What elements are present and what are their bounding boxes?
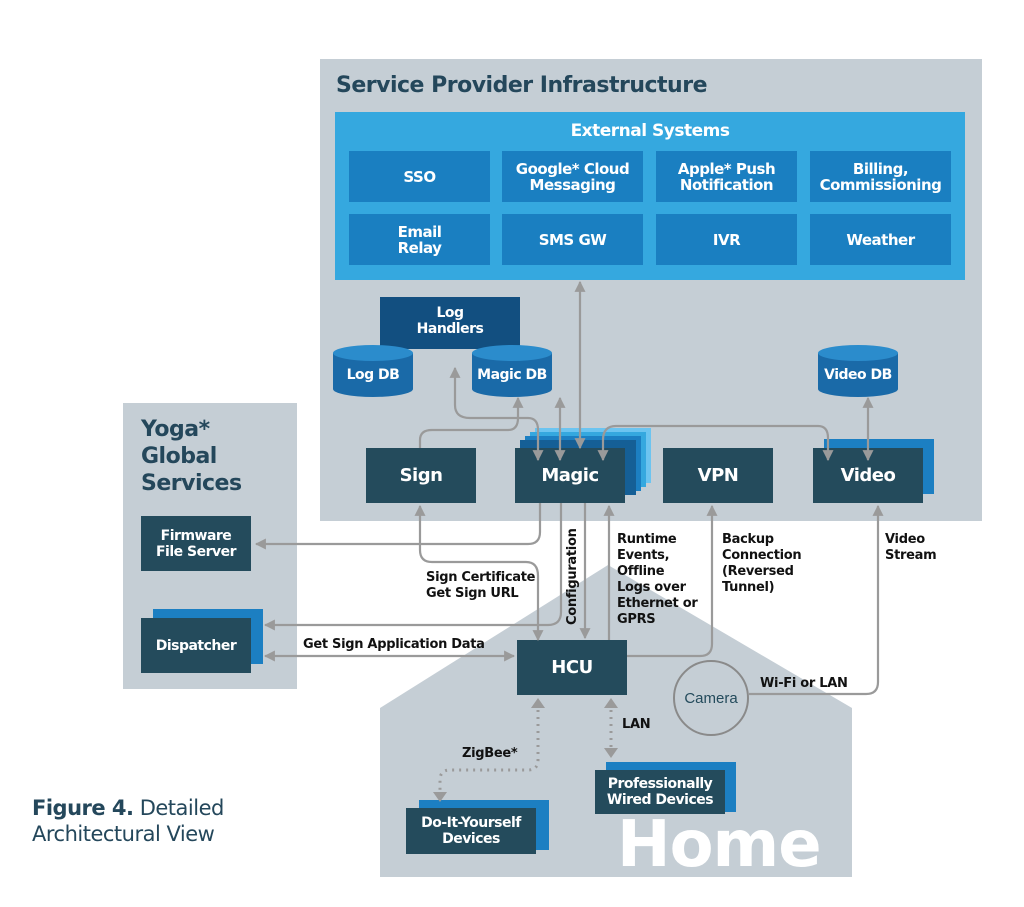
label-video-stream: Video Stream xyxy=(885,532,937,563)
figure-caption: Figure 4. Detailed Architectural View xyxy=(32,795,224,847)
external-systems-title: External Systems xyxy=(570,121,730,141)
label-runtime-events: Runtime Events, Offline Logs over Ethern… xyxy=(617,532,698,627)
camera-node: Camera xyxy=(673,660,749,736)
magic-db: Magic DB xyxy=(472,345,552,397)
label-lan: LAN xyxy=(622,717,651,732)
magic-node: Magic xyxy=(515,448,625,503)
home-title: Home xyxy=(617,808,822,882)
ext-ivr: IVR xyxy=(656,214,797,265)
label-configuration: Configuration xyxy=(565,528,580,625)
label-get-sign-app-data: Get Sign Application Data xyxy=(303,637,485,652)
camera-label: Camera xyxy=(684,689,738,707)
label-sign-certificate: Sign Certificate Get Sign URL xyxy=(426,570,536,601)
database-icon xyxy=(818,345,898,397)
ext-billing: Billing, Commissioning xyxy=(810,151,951,202)
dispatcher-node: Dispatcher xyxy=(141,618,251,673)
service-provider-title: Service Provider Infrastructure xyxy=(336,73,708,98)
vpn-node: VPN xyxy=(663,448,773,503)
caption-figure-number: Figure 4. xyxy=(32,796,134,820)
video-db: Video DB xyxy=(818,345,898,397)
ext-sms-gw: SMS GW xyxy=(502,214,643,265)
sign-node: Sign xyxy=(366,448,476,503)
label-zigbee: ZigBee* xyxy=(462,746,518,761)
ext-email-relay: Email Relay xyxy=(349,214,490,265)
ext-sso: SSO xyxy=(349,151,490,202)
ext-weather: Weather xyxy=(810,214,951,265)
log-db: Log DB xyxy=(333,345,413,397)
caption-text-1: Detailed xyxy=(133,796,225,820)
label-wifi-lan: Wi-Fi or LAN xyxy=(760,676,848,691)
diy-devices: Do-It-Yourself Devices xyxy=(406,808,536,854)
ext-google-cloud-messaging: Google* Cloud Messaging xyxy=(502,151,643,202)
hcu-node: HCU xyxy=(517,640,627,695)
caption-text-2: Architectural View xyxy=(32,822,215,846)
log-handlers: Log Handlers xyxy=(380,297,520,349)
pro-wired-devices: Professionally Wired Devices xyxy=(595,770,725,814)
video-node: Video xyxy=(813,448,923,503)
label-backup-connection: Backup Connection (Reversed Tunnel) xyxy=(722,532,802,595)
ext-apple-push: Apple* Push Notification xyxy=(656,151,797,202)
yoga-global-title: Yoga* Global Services xyxy=(141,417,242,496)
firmware-file-server: Firmware File Server xyxy=(141,516,251,571)
database-icon xyxy=(333,345,413,397)
